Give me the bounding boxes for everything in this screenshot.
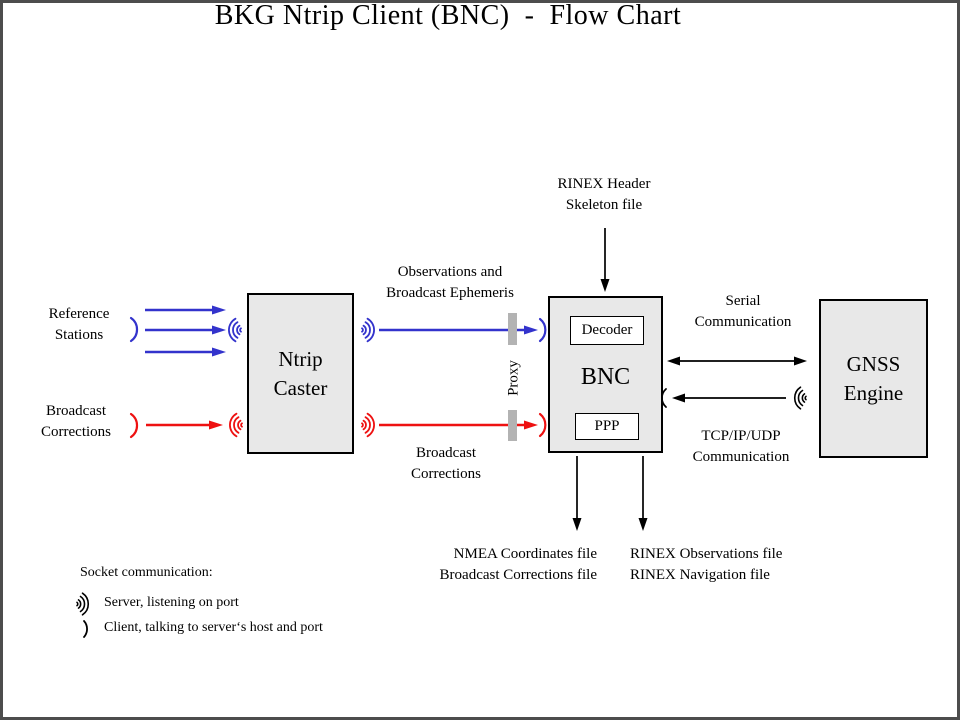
rinex-header-skeleton-label: RINEX Header Skeleton file	[557, 176, 651, 213]
client-socket-icon	[538, 317, 547, 343]
decoder-label: Decoder	[581, 322, 633, 338]
server-socket-icon	[228, 317, 242, 343]
proxy-label: Proxy	[505, 360, 522, 396]
serial-communication-label: Serial Communication	[694, 293, 792, 330]
reference-stations-label: Reference Stations	[48, 306, 110, 343]
server-socket-icon	[794, 386, 807, 410]
page-title: BKG Ntrip Client (BNC) - Flow Chart	[214, 0, 682, 31]
gnss-engine-label: GNSS Engine	[843, 351, 904, 405]
client-socket-icon	[538, 412, 547, 438]
ntrip-caster-node: Ntrip Caster	[247, 293, 354, 454]
broadcast-corrections-arrow-left	[146, 420, 223, 430]
rinex-files-label: RINEX Observations file RINEX Navigation…	[630, 546, 783, 583]
ppp-label: PPP	[594, 418, 620, 434]
observations-arrow	[379, 325, 538, 335]
serial-communication-arrow	[667, 356, 807, 366]
legend-server-item: Server, listening on port	[104, 595, 239, 610]
decoder-box: Decoder	[570, 316, 644, 345]
observations-ephemeris-label: Observations and Broadcast Ephemeris	[386, 264, 514, 301]
gnss-engine-node: GNSS Engine	[819, 299, 928, 458]
ppp-box: PPP	[575, 413, 639, 440]
client-socket-icon	[129, 316, 139, 343]
rinex-header-arrow	[600, 228, 610, 292]
tcp-communication-label: TCP/IP/UDP Communication	[692, 428, 790, 465]
bnc-output-arrows	[572, 456, 648, 531]
legend-server-icon	[76, 592, 89, 616]
bnc-node: Decoder BNC PPP	[548, 296, 663, 453]
broadcast-corrections-bottom-label: Broadcast Corrections	[411, 445, 481, 482]
ntrip-caster-label: Ntrip Caster	[273, 346, 328, 400]
server-socket-icon	[361, 317, 375, 343]
nmea-files-label: NMEA Coordinates file Broadcast Correcti…	[439, 546, 597, 583]
broadcast-corrections-left-label: Broadcast Corrections	[41, 403, 111, 440]
bnc-label: BNC	[580, 364, 631, 390]
reference-stations-arrows	[145, 305, 226, 357]
client-socket-icon	[129, 412, 139, 439]
broadcast-corrections-arrow-mid	[379, 420, 538, 430]
server-socket-icon	[229, 412, 243, 438]
server-socket-icon	[361, 412, 375, 438]
tcp-communication-arrow	[672, 393, 786, 403]
legend-heading: Socket communication:	[80, 565, 213, 580]
legend-client-item: Client, talking to server‘s host and por…	[104, 620, 323, 635]
legend-client-icon	[83, 620, 88, 638]
